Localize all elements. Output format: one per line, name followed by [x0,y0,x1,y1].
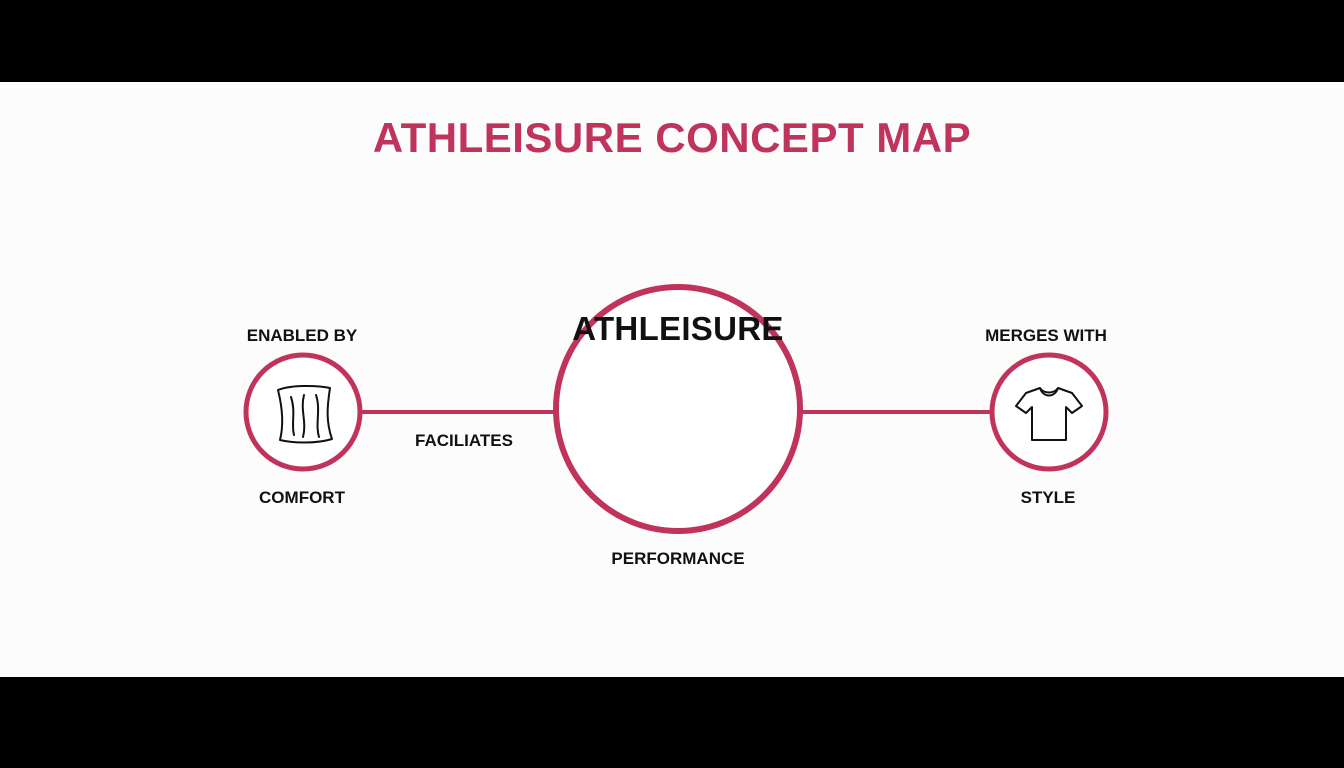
concept-map [243,284,1109,534]
right-node-circle [989,352,1109,472]
right-node-bottom-label: STYLE [1020,488,1076,507]
center-node-circle [553,284,803,534]
left-node-bottom-label: COMFORT [259,488,345,507]
fabric-icon [277,384,333,444]
right-node-top-label: MERGES WITH [985,326,1107,345]
left-node-top-label: ENABLED BY [246,326,358,345]
letterbox-top [0,0,1344,82]
center-node-label: ATHLEISURE [572,310,784,347]
center-node-below-label: PERFORMANCE [611,549,745,568]
t-shirt-icon [1015,387,1083,441]
letterbox-bottom [0,677,1344,768]
left-link-label: FACILIATES [415,431,513,450]
diagram-title: ATHLEISURE CONCEPT MAP [372,114,972,161]
